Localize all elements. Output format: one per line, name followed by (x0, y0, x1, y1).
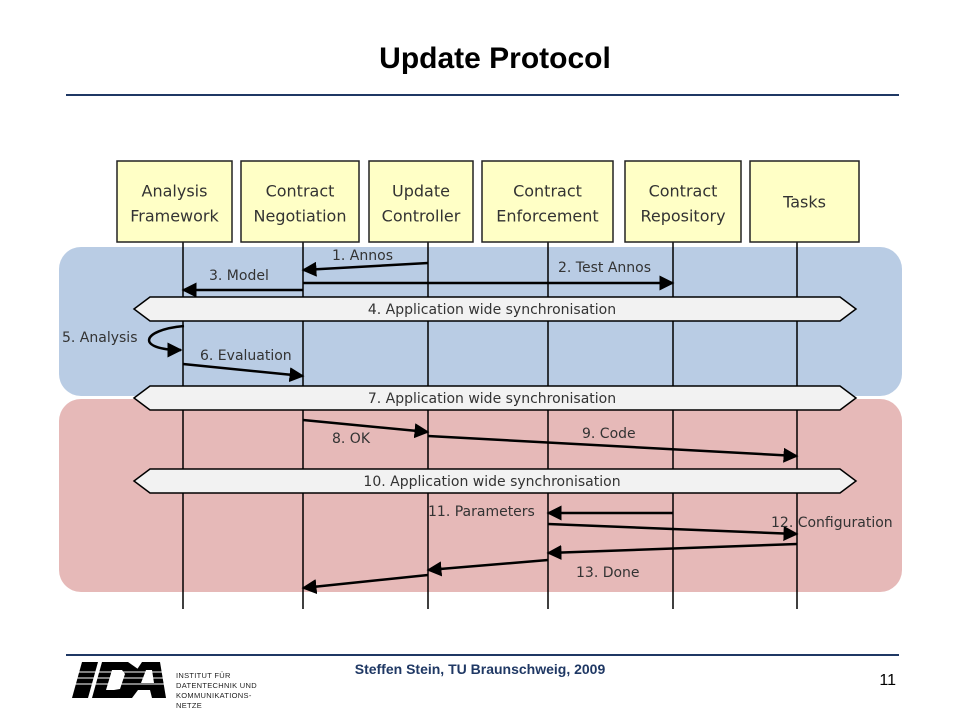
message-msg-6: 6. Evaluation (182, 348, 305, 383)
message-msg-12: 12. Configuration (547, 515, 893, 541)
message-msg-14 (426, 558, 549, 577)
message-arrow (302, 418, 430, 439)
message-msg-3: 3. Model (181, 268, 303, 298)
message-msg-11: 11. Parameters (428, 504, 673, 521)
message-msg-13: 13. Done (546, 542, 798, 581)
message-arrow-final (301, 573, 429, 595)
message-label: 13. Done (576, 565, 640, 581)
message-label: 3. Model (209, 268, 269, 284)
sync-arrow (132, 296, 858, 322)
message-label: 9. Code (582, 426, 636, 442)
component-label: Negotiation (254, 207, 347, 226)
ida-logo (68, 662, 168, 698)
message-arrow (546, 542, 798, 561)
component-label: Analysis (142, 182, 208, 201)
message-arrow (426, 558, 549, 577)
message-arrow (547, 522, 799, 541)
component-box (240, 160, 360, 243)
message-msg-5: 5. Analysis (62, 324, 185, 358)
sync-bar-sync-4: 4. Application wide synchronisation (132, 296, 858, 322)
message-label: 2. Test Annos (558, 260, 651, 276)
component-label: Contract (649, 182, 718, 201)
sync-bar-sync-10: 10. Application wide synchronisation (132, 468, 858, 494)
sync-arrow (132, 385, 858, 411)
institute-line: KOMMUNIKATIONS- (176, 691, 252, 700)
institute-line: NETZE (176, 701, 203, 710)
message-msg-8: 8. OK (302, 418, 430, 447)
component-label: Update (392, 182, 450, 201)
message-label: 6. Evaluation (200, 348, 292, 364)
component-label: Contract (266, 182, 335, 201)
sync-arrow (132, 468, 858, 494)
component-box (624, 160, 742, 243)
message-arrow (301, 261, 429, 277)
component-box (749, 160, 860, 243)
message-msg-2: 2. Test Annos (303, 260, 675, 291)
message-arrow (427, 434, 799, 463)
institute-line: INSTITUT FÜR (176, 671, 231, 680)
self-message-arrow (147, 324, 185, 358)
update-phase-band (59, 399, 902, 592)
message-label: 1. Annos (332, 248, 393, 264)
component-box (368, 160, 474, 243)
institute-line: DATENTECHNIK UND (176, 681, 257, 690)
component-label: Tasks (782, 193, 826, 212)
component-label: Framework (130, 207, 219, 226)
sync-bar-sync-7: 7. Application wide synchronisation (132, 385, 858, 411)
component-tasks: Tasks (749, 160, 860, 243)
message-arrow (182, 362, 305, 383)
sync-label: 4. Application wide synchronisation (368, 302, 616, 318)
sync-label: 10. Application wide synchronisation (363, 474, 620, 490)
page-number: 11 (879, 672, 896, 689)
title-rule (66, 94, 899, 96)
message-label: 11. Parameters (428, 504, 535, 520)
footer-author: Steffen Stein, TU Braunschweig, 2009 (354, 661, 606, 677)
message-msg-1: 1. Annos (301, 248, 429, 277)
component-label: Controller (382, 207, 461, 226)
message-msg-9: 9. Code (427, 426, 799, 463)
message-label: 12. Configuration (771, 515, 893, 531)
component-label: Contract (513, 182, 582, 201)
component-label: Repository (640, 207, 725, 226)
message-label: 5. Analysis (62, 330, 138, 346)
slide-title: Update Protocol (379, 42, 611, 75)
footer-rule (66, 654, 899, 656)
sync-label: 7. Application wide synchronisation (368, 391, 616, 407)
component-label: Enforcement (496, 207, 598, 226)
institute-name: INSTITUT FÜR DATENTECHNIK UND KOMMUNIKAT… (176, 671, 257, 711)
component-box (481, 160, 614, 243)
component-box (116, 160, 233, 243)
message-label: 8. OK (332, 431, 371, 447)
